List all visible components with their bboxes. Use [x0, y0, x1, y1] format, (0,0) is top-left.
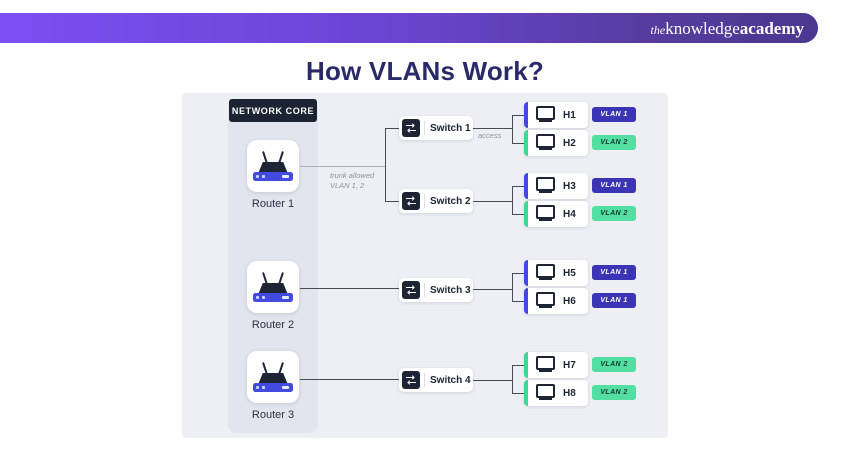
- router-icon: [253, 361, 293, 393]
- connector-line: [512, 186, 513, 214]
- connector-line: [473, 380, 512, 381]
- vlan-badge: VLAN 2: [592, 357, 636, 372]
- brand-logo-knowledge: knowledge: [665, 18, 740, 38]
- host-h8: H8: [524, 380, 588, 406]
- router-card: [247, 351, 299, 403]
- computer-icon: [536, 205, 555, 221]
- host-label: H6: [563, 295, 576, 307]
- switch-icon: [402, 371, 420, 389]
- router-icon: [253, 150, 293, 182]
- host-h2: H2: [524, 130, 588, 156]
- connector-line: [300, 379, 400, 380]
- brand-logo-the: the: [650, 22, 666, 37]
- computer-icon: [536, 384, 555, 400]
- connector-line: [512, 273, 524, 274]
- header-bar: theknowledgeacademy: [0, 13, 818, 43]
- host-h5: H5: [524, 260, 588, 286]
- host-h7: H7: [524, 352, 588, 378]
- connector-line: [473, 201, 512, 202]
- vlan-badge: VLAN 1: [592, 265, 636, 280]
- connector-line: [512, 365, 524, 366]
- router-card: [247, 261, 299, 313]
- vlan-port-bar: [524, 173, 528, 199]
- vlan-port-bar: [524, 288, 528, 314]
- switch-label: Switch 4: [430, 374, 471, 386]
- host-label: H3: [563, 180, 576, 192]
- connector-line: [512, 115, 524, 116]
- trunk-label: trunk allowed VLAN 1, 2: [330, 171, 374, 191]
- router-3: Router 3: [246, 351, 300, 421]
- switch-3: Switch 3: [399, 278, 473, 302]
- connector-line: [512, 301, 524, 302]
- brand-logo-academy: academy: [739, 18, 804, 38]
- connector-line: [473, 289, 512, 290]
- host-label: H5: [563, 267, 576, 279]
- vlan-badge: VLAN 2: [592, 206, 636, 221]
- computer-icon: [536, 264, 555, 280]
- switch-icon: [402, 119, 420, 137]
- trunk-label-line2: VLAN 1, 2: [330, 181, 365, 191]
- computer-icon: [536, 177, 555, 193]
- vlan-port-bar: [524, 130, 528, 156]
- host-h3: H3: [524, 173, 588, 199]
- vlan-badge: VLAN 1: [592, 107, 636, 122]
- trunk-label-line1: trunk allowed: [330, 171, 375, 180]
- vlan-port-bar: [524, 260, 528, 286]
- switch-icon: [402, 192, 420, 210]
- router-card: [247, 140, 299, 192]
- switch-1: Switch 1: [399, 116, 473, 140]
- router-icon: [253, 271, 293, 303]
- router-1: Router 1: [246, 140, 300, 210]
- computer-icon: [536, 106, 555, 122]
- router-label: Router 1: [251, 198, 295, 210]
- switch-icon: [402, 281, 420, 299]
- host-label: H1: [563, 109, 576, 121]
- host-label: H4: [563, 208, 576, 220]
- switch-2: Switch 2: [399, 189, 473, 213]
- page-title: How VLANs Work?: [306, 56, 544, 86]
- connector-line: [512, 214, 524, 215]
- computer-icon: [536, 292, 555, 308]
- switch-label: Switch 2: [430, 195, 471, 207]
- connector-line: [512, 115, 513, 143]
- vlan-port-bar: [524, 380, 528, 406]
- brand-logo: theknowledgeacademy: [651, 20, 804, 37]
- connector-line: [300, 288, 400, 289]
- trunk-line: [300, 166, 385, 167]
- host-h6: H6: [524, 288, 588, 314]
- switch-label: Switch 3: [430, 284, 471, 296]
- connector-line: [512, 393, 524, 394]
- switch-4: Switch 4: [399, 368, 473, 392]
- router-2: Router 2: [246, 261, 300, 331]
- vlan-badge: VLAN 2: [592, 385, 636, 400]
- connector-line: [512, 273, 513, 301]
- vlan-port-bar: [524, 352, 528, 378]
- connector-line: [512, 143, 524, 144]
- connector-line: [385, 201, 399, 202]
- vlan-badge: VLAN 1: [592, 293, 636, 308]
- host-h1: H1: [524, 102, 588, 128]
- switch-label: Switch 1: [430, 122, 471, 134]
- vlan-port-bar: [524, 201, 528, 227]
- connector-line: [385, 128, 399, 129]
- connector-line: [512, 365, 513, 393]
- host-label: H8: [563, 387, 576, 399]
- access-label: access: [478, 131, 502, 140]
- host-label: H2: [563, 137, 576, 149]
- connector-line: [473, 128, 512, 129]
- router-label: Router 3: [251, 409, 295, 421]
- vlan-port-bar: [524, 102, 528, 128]
- router-label: Router 2: [251, 319, 295, 331]
- computer-icon: [536, 356, 555, 372]
- network-core-badge: NETWORK CORE: [229, 99, 317, 122]
- vlan-badge: VLAN 1: [592, 178, 636, 193]
- connector-line: [385, 128, 386, 202]
- host-h4: H4: [524, 201, 588, 227]
- vlan-badge: VLAN 2: [592, 135, 636, 150]
- computer-icon: [536, 134, 555, 150]
- host-label: H7: [563, 359, 576, 371]
- connector-line: [512, 186, 524, 187]
